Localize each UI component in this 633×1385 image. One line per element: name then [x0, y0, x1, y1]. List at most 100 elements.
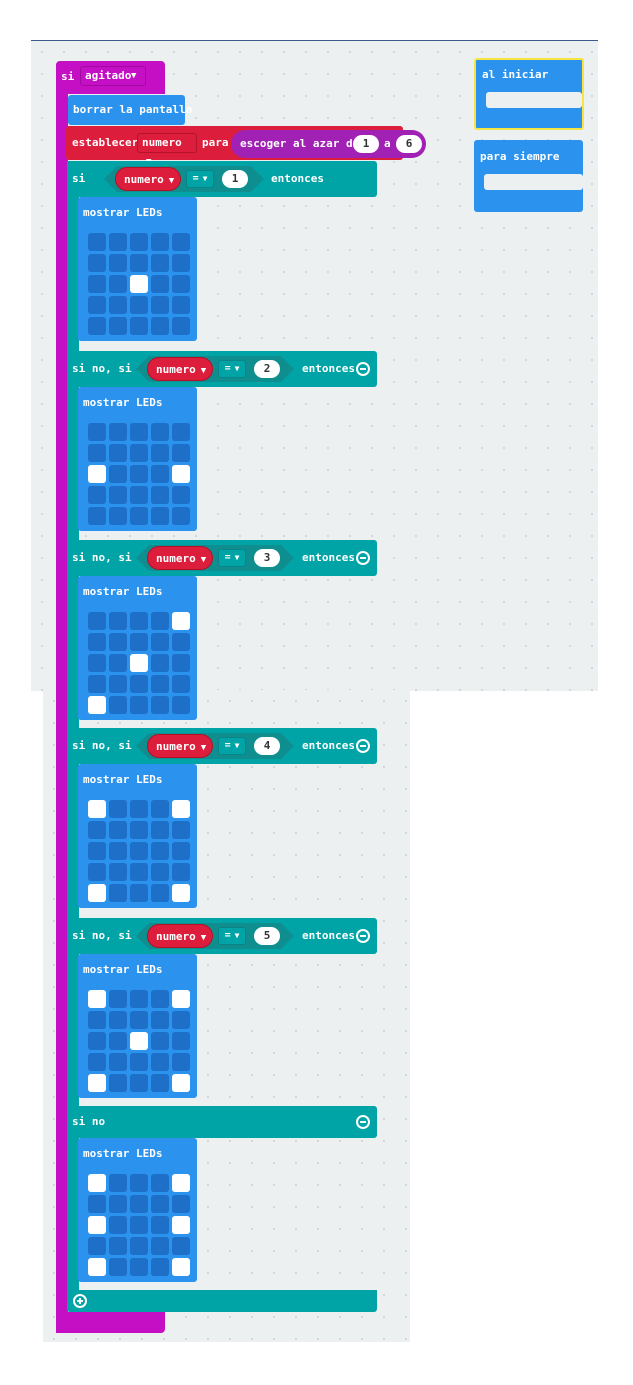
led-off[interactable] — [151, 696, 169, 714]
led-off[interactable] — [130, 1195, 148, 1213]
led-off[interactable] — [109, 1195, 127, 1213]
led-off[interactable] — [109, 486, 127, 504]
add-branch-icon[interactable] — [73, 1294, 87, 1308]
gesture-dropdown[interactable]: agitado ▼ — [80, 66, 146, 86]
variable-reporter[interactable]: numero▼ — [147, 546, 213, 570]
led-off[interactable] — [151, 842, 169, 860]
led-off[interactable] — [88, 612, 106, 630]
compare-value-input[interactable]: 3 — [254, 549, 280, 567]
led-off[interactable] — [130, 486, 148, 504]
led-off[interactable] — [88, 842, 106, 860]
variable-reporter[interactable]: numero▼ — [147, 357, 213, 381]
led-off[interactable] — [151, 654, 169, 672]
led-off[interactable] — [172, 1011, 190, 1029]
led-off[interactable] — [130, 1237, 148, 1255]
compare-value-input[interactable]: 4 — [254, 737, 280, 755]
variable-reporter[interactable]: numero▼ — [147, 734, 213, 758]
led-off[interactable] — [88, 675, 106, 693]
led-off[interactable] — [88, 1053, 106, 1071]
led-off[interactable] — [88, 254, 106, 272]
led-off[interactable] — [130, 1074, 148, 1092]
led-off[interactable] — [172, 275, 190, 293]
led-off[interactable] — [88, 296, 106, 314]
led-on[interactable] — [172, 800, 190, 818]
led-off[interactable] — [88, 633, 106, 651]
led-off[interactable] — [109, 863, 127, 881]
led-off[interactable] — [151, 1074, 169, 1092]
led-off[interactable] — [172, 507, 190, 525]
led-off[interactable] — [172, 254, 190, 272]
led-off[interactable] — [172, 486, 190, 504]
led-off[interactable] — [151, 275, 169, 293]
led-off[interactable] — [109, 1074, 127, 1092]
led-off[interactable] — [130, 821, 148, 839]
forever-slot[interactable] — [484, 174, 583, 190]
remove-branch-icon[interactable] — [356, 739, 370, 753]
remove-branch-icon[interactable] — [356, 1115, 370, 1129]
led-off[interactable] — [88, 275, 106, 293]
led-off[interactable] — [130, 675, 148, 693]
led-off[interactable] — [88, 654, 106, 672]
led-off[interactable] — [109, 842, 127, 860]
led-off[interactable] — [109, 507, 127, 525]
led-off[interactable] — [130, 296, 148, 314]
led-on[interactable] — [172, 990, 190, 1008]
led-off[interactable] — [172, 444, 190, 462]
led-off[interactable] — [151, 990, 169, 1008]
led-off[interactable] — [130, 842, 148, 860]
random-number-block[interactable] — [231, 130, 426, 158]
led-on[interactable] — [88, 1216, 106, 1234]
led-off[interactable] — [172, 633, 190, 651]
led-off[interactable] — [151, 317, 169, 335]
variable-reporter[interactable]: numero▼ — [147, 924, 213, 948]
led-off[interactable] — [151, 1195, 169, 1213]
led-off[interactable] — [130, 317, 148, 335]
led-on[interactable] — [172, 612, 190, 630]
led-on[interactable] — [88, 465, 106, 483]
led-off[interactable] — [109, 990, 127, 1008]
led-off[interactable] — [172, 423, 190, 441]
led-off[interactable] — [172, 1237, 190, 1255]
led-off[interactable] — [109, 423, 127, 441]
led-on[interactable] — [130, 275, 148, 293]
led-off[interactable] — [109, 1174, 127, 1192]
led-off[interactable] — [172, 296, 190, 314]
led-off[interactable] — [151, 444, 169, 462]
led-off[interactable] — [172, 1032, 190, 1050]
led-off[interactable] — [172, 1053, 190, 1071]
led-off[interactable] — [130, 254, 148, 272]
led-off[interactable] — [109, 233, 127, 251]
led-off[interactable] — [88, 863, 106, 881]
led-off[interactable] — [130, 1011, 148, 1029]
led-on[interactable] — [88, 800, 106, 818]
led-off[interactable] — [88, 1032, 106, 1050]
led-off[interactable] — [172, 863, 190, 881]
led-off[interactable] — [109, 1053, 127, 1071]
led-off[interactable] — [130, 863, 148, 881]
led-off[interactable] — [151, 884, 169, 902]
led-off[interactable] — [172, 842, 190, 860]
operator-dropdown[interactable]: =▼ — [218, 737, 246, 755]
led-off[interactable] — [130, 423, 148, 441]
led-off[interactable] — [109, 696, 127, 714]
led-off[interactable] — [172, 654, 190, 672]
remove-branch-icon[interactable] — [356, 929, 370, 943]
led-off[interactable] — [109, 275, 127, 293]
led-off[interactable] — [130, 990, 148, 1008]
led-off[interactable] — [151, 465, 169, 483]
led-off[interactable] — [88, 444, 106, 462]
led-off[interactable] — [88, 1011, 106, 1029]
variable-reporter[interactable]: numero▼ — [115, 167, 181, 191]
led-off[interactable] — [151, 863, 169, 881]
led-on[interactable] — [172, 1216, 190, 1234]
led-off[interactable] — [88, 317, 106, 335]
led-off[interactable] — [88, 423, 106, 441]
led-off[interactable] — [109, 254, 127, 272]
led-off[interactable] — [172, 675, 190, 693]
led-on[interactable] — [88, 990, 106, 1008]
led-off[interactable] — [172, 233, 190, 251]
operator-dropdown[interactable]: =▼ — [186, 170, 214, 188]
led-off[interactable] — [151, 233, 169, 251]
led-off[interactable] — [88, 233, 106, 251]
led-on[interactable] — [88, 884, 106, 902]
